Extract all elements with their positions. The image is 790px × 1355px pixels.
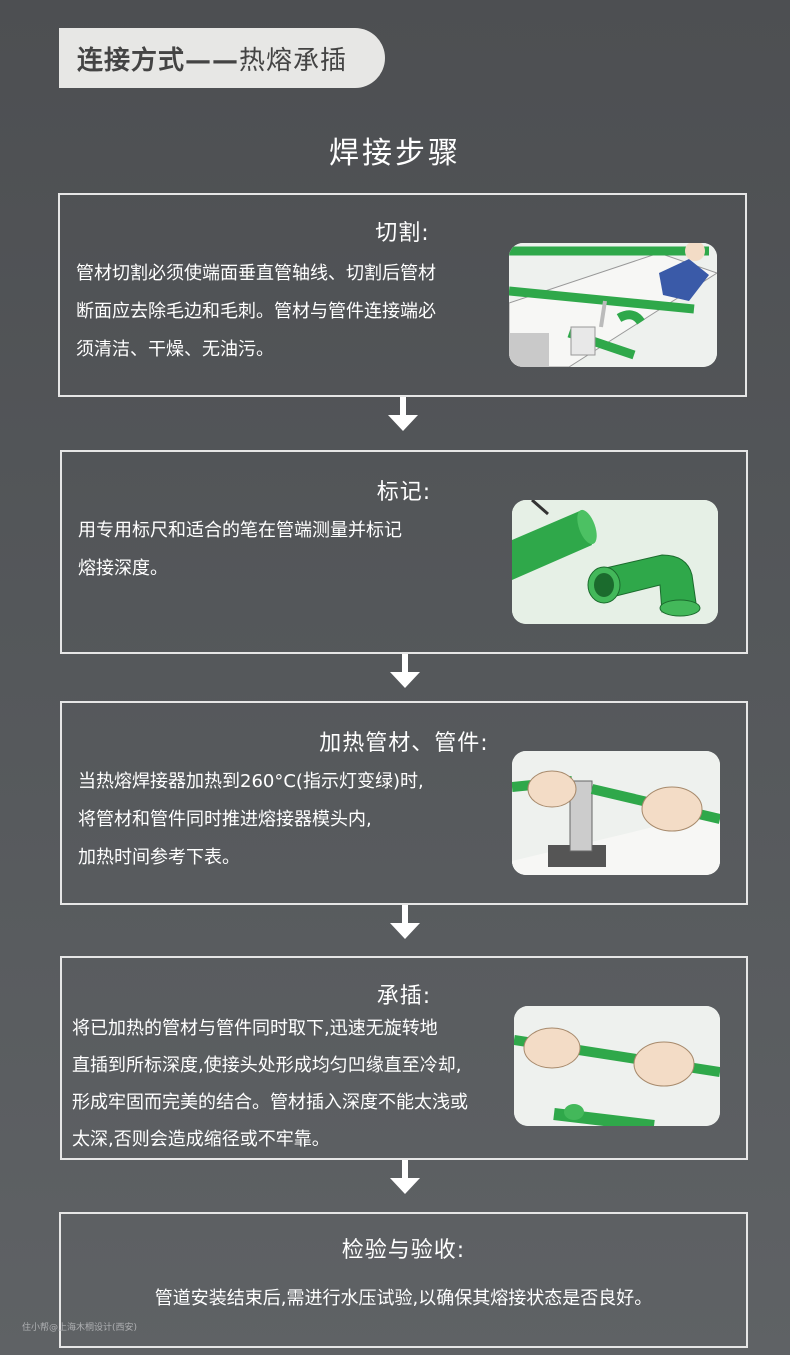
arrow-down-icon	[390, 654, 420, 688]
step-text: 管材切割必须使端面垂直管轴线、切割后管材 断面应去除毛边和毛刺。管材与管件连接端…	[76, 255, 436, 369]
step-card-marking: 标记: 用专用标尺和适合的笔在管端测量并标记 熔接深度。	[60, 450, 748, 654]
cutting-illustration	[509, 243, 717, 367]
arrow-down-icon	[390, 905, 420, 939]
step-text-line: 直插到所标深度,使接头处形成均匀凹缘直至冷却,	[72, 1055, 462, 1076]
step-text-line: 熔接深度。	[78, 558, 168, 579]
step-text-line: 将管材和管件同时推进熔接器模头内,	[78, 809, 372, 830]
step-text: 将已加热的管材与管件同时取下,迅速无旋转地 直插到所标深度,使接头处形成均匀凹缘…	[72, 1010, 468, 1158]
step-text: 管道安装结束后,需进行水压试验,以确保其熔接状态是否良好。	[61, 1280, 746, 1318]
arrow-down-icon	[388, 397, 418, 431]
step-text-line: 将已加热的管材与管件同时取下,迅速无旋转地	[72, 1018, 438, 1039]
step-title: 切割:	[375, 221, 430, 246]
step-text-line: 管材切割必须使端面垂直管轴线、切割后管材	[76, 263, 436, 284]
step-title: 检验与验收:	[341, 1238, 466, 1263]
watermark: 住小帮@上海木桐设计(西安)	[22, 1323, 138, 1333]
step-card-heating: 加热管材、管件: 当热熔焊接器加热到260°C(指示灯变绿)时, 将管材和管件同…	[60, 701, 748, 905]
step-title: 标记:	[376, 480, 432, 505]
heating-illustration	[512, 751, 720, 875]
inserting-illustration	[514, 1006, 720, 1126]
arrow-down-icon	[390, 1160, 420, 1194]
step-text-line: 当热熔焊接器加热到260°C(指示灯变绿)时,	[78, 771, 424, 792]
step-title: 加热管材、管件:	[319, 731, 489, 756]
step-card-inspection: 检验与验收: 管道安装结束后,需进行水压试验,以确保其熔接状态是否良好。	[59, 1212, 748, 1348]
step-text-line: 须清洁、干燥、无油污。	[76, 339, 274, 360]
step-text-line: 形成牢固而完美的结合。管材插入深度不能太浅或	[72, 1092, 468, 1113]
step-card-cutting: 切割: 管材切割必须使端面垂直管轴线、切割后管材 断面应去除毛边和毛刺。管材与管…	[58, 193, 747, 397]
header-pill: 连接方式—— 热熔承插	[59, 28, 385, 88]
step-title: 承插:	[376, 984, 432, 1009]
step-card-inserting: 承插: 将已加热的管材与管件同时取下,迅速无旋转地 直插到所标深度,使接头处形成…	[60, 956, 748, 1160]
header-title-bold: 连接方式——	[77, 45, 240, 76]
step-text-line: 管道安装结束后,需进行水压试验,以确保其熔接状态是否良好。	[154, 1288, 653, 1309]
step-text: 当热熔焊接器加热到260°C(指示灯变绿)时, 将管材和管件同时推进熔接器模头内…	[78, 763, 424, 877]
step-text: 用专用标尺和适合的笔在管端测量并标记 熔接深度。	[78, 512, 402, 588]
step-text-line: 断面应去除毛边和毛刺。管材与管件连接端必	[76, 301, 436, 322]
section-title: 焊接步骤	[329, 136, 461, 171]
marking-illustration	[512, 500, 718, 624]
step-text-line: 太深,否则会造成缩径或不牢靠。	[72, 1129, 330, 1150]
header-title-light: 热熔承插	[239, 45, 348, 76]
step-text-line: 加热时间参考下表。	[78, 847, 240, 868]
step-text-line: 用专用标尺和适合的笔在管端测量并标记	[78, 520, 402, 541]
